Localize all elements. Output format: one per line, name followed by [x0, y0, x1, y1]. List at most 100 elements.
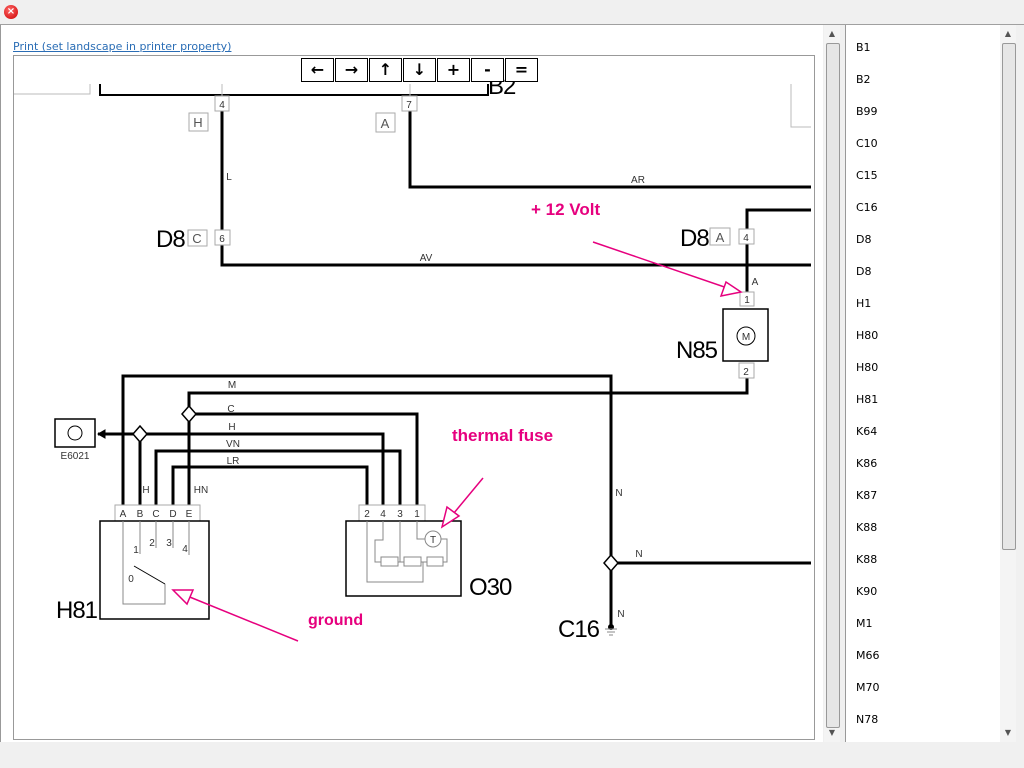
pin-label: A	[120, 509, 127, 520]
component-list-item[interactable]: K90	[856, 585, 878, 598]
navigation-toolbar: ← → ↑ ↓ + - =	[301, 58, 538, 82]
n85-box	[722, 308, 769, 362]
e6021-box	[54, 418, 96, 448]
wire-a	[745, 208, 811, 229]
pin-label: 7	[406, 100, 412, 111]
connector-label: A	[716, 230, 725, 245]
component-list-item[interactable]: K64	[856, 425, 878, 438]
connector-label: A	[381, 116, 390, 131]
connector-label: H	[193, 115, 202, 130]
component-list-item[interactable]: C16	[856, 201, 878, 214]
wire-label: C	[227, 404, 234, 415]
o30-box	[345, 520, 462, 597]
component-list-item[interactable]: K87	[856, 489, 878, 502]
component-label: E6021	[61, 451, 90, 462]
list-scrollbar[interactable]: ▲ ▼	[1000, 25, 1016, 742]
annotation-12-volt: + 12 Volt	[531, 200, 600, 219]
reset-zoom-button[interactable]: =	[505, 58, 538, 82]
zoom-out-button[interactable]: -	[471, 58, 504, 82]
scroll-down-icon[interactable]: ▼	[1004, 728, 1012, 737]
component-list-item[interactable]: N78	[856, 713, 879, 726]
pin-label: 2	[743, 367, 749, 378]
scroll-up-icon[interactable]: ▲	[828, 29, 836, 38]
wire-label: N	[635, 549, 642, 560]
pin-label: C	[152, 509, 159, 520]
wire-h	[98, 432, 385, 505]
pan-left-button[interactable]: ←	[301, 58, 334, 82]
wire-label: VN	[226, 439, 240, 450]
wire-label: AR	[631, 175, 645, 186]
component-list-item[interactable]: K86	[856, 457, 878, 470]
component-label: O30	[469, 574, 512, 601]
wire-lr	[171, 465, 369, 505]
wire-av	[220, 245, 811, 267]
component-label: D8	[156, 226, 185, 253]
component-list-item[interactable]: B2	[856, 73, 871, 86]
scroll-thumb[interactable]	[1002, 43, 1016, 550]
wire-n85-return	[187, 378, 749, 505]
pin-label: 1	[133, 545, 139, 556]
component-list-item[interactable]: B1	[856, 41, 871, 54]
ground-icon	[605, 628, 617, 636]
component-list-item[interactable]: H80	[856, 361, 879, 374]
pin-label: 3	[166, 538, 172, 549]
annotation-thermal-fuse: thermal fuse	[452, 426, 553, 445]
pan-up-button[interactable]: ↑	[369, 58, 402, 82]
pin-label: 0	[128, 574, 134, 585]
wire-m	[121, 374, 613, 627]
splice-diamond	[132, 424, 148, 444]
annotation-ground: ground	[308, 612, 363, 629]
splice-diamond	[603, 553, 619, 573]
splice-diamond	[181, 404, 197, 424]
component-list-item[interactable]: M1	[856, 617, 873, 630]
zoom-in-button[interactable]: +	[437, 58, 470, 82]
component-list-item[interactable]: B99	[856, 105, 878, 118]
wire-label: L	[226, 172, 232, 183]
wire-label: N	[617, 609, 624, 620]
wire-vn	[154, 449, 402, 505]
wire-label: LR	[227, 456, 240, 467]
pin-label: 4	[219, 100, 225, 111]
scroll-up-icon[interactable]: ▲	[1004, 29, 1012, 38]
connector-label: C	[192, 231, 201, 246]
wiring-diagram[interactable]: 4 7 6 4 1 2 A B C D E 2 4 3 1 1 2 3 4 0 …	[13, 55, 815, 740]
component-list-item[interactable]: M70	[856, 681, 880, 694]
pan-right-button[interactable]: →	[335, 58, 368, 82]
component-list-item[interactable]: K88	[856, 553, 878, 566]
component-list-item[interactable]: K88	[856, 521, 878, 534]
component-list-item[interactable]: H1	[856, 297, 872, 310]
pin-label: 1	[414, 509, 420, 520]
diagram-panel: Print (set landscape in printer property…	[0, 25, 823, 742]
wire-label: A	[752, 277, 759, 288]
component-list-item[interactable]: H81	[856, 393, 879, 406]
wire-label: M	[228, 380, 236, 391]
pin-label: 4	[380, 509, 386, 520]
pan-down-button[interactable]: ↓	[403, 58, 436, 82]
scroll-thumb[interactable]	[826, 43, 840, 728]
component-list-item[interactable]: C15	[856, 169, 878, 182]
title-bar: ×	[0, 0, 1024, 25]
close-icon[interactable]: ×	[4, 5, 18, 19]
pin-label: 2	[149, 538, 155, 549]
wire-label: H	[228, 422, 235, 433]
component-label: N85	[676, 337, 718, 364]
scroll-down-icon[interactable]: ▼	[828, 728, 836, 737]
component-list-item[interactable]: M66	[856, 649, 880, 662]
print-link[interactable]: Print (set landscape in printer property…	[13, 40, 232, 53]
wire-label: N	[615, 488, 622, 499]
pin-label: 2	[364, 509, 370, 520]
diagram-scrollbar[interactable]: ▲ ▼	[824, 25, 840, 742]
pin-label: 4	[182, 544, 188, 555]
component-list-item[interactable]: H80	[856, 329, 879, 342]
wire-label: HN	[194, 485, 208, 496]
component-label: C16	[558, 616, 600, 643]
pin-label: 3	[397, 509, 403, 520]
component-list-item[interactable]: C10	[856, 137, 878, 150]
component-list-item[interactable]: D8	[856, 265, 872, 278]
pin-label: D	[169, 509, 176, 520]
pin-label: 1	[744, 295, 750, 306]
wire-label: AV	[420, 253, 433, 264]
component-label: H81	[56, 597, 98, 624]
component-list-item[interactable]: D8	[856, 233, 872, 246]
